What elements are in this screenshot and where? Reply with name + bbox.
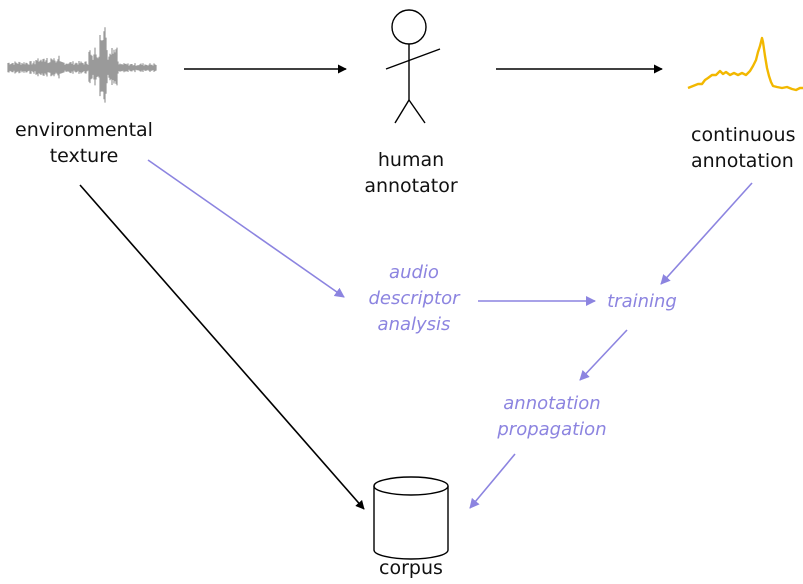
environmental-texture-line1: environmental <box>15 119 153 141</box>
continuous-annotation-line1: continuous <box>691 124 796 146</box>
arrow-propagation-to-corpus <box>469 453 516 509</box>
human-annotator-line2: annotator <box>364 175 458 197</box>
audio-descriptor-analysis-line3: analysis <box>377 314 451 335</box>
corpus-line1: corpus <box>379 557 443 579</box>
training-line1: training <box>607 291 677 312</box>
annotation-propagation-line1: annotation <box>503 393 601 414</box>
node-annotation-propagation: annotation propagation <box>485 391 619 443</box>
stick-figure-icon <box>385 9 441 124</box>
arrow-training-to-propagation <box>579 329 628 381</box>
human-annotator-line1: human <box>377 149 445 171</box>
arrow-annotation-to-training <box>660 182 753 285</box>
audio-descriptor-analysis-line1: audio <box>389 262 439 283</box>
environmental-texture-line2: texture <box>49 145 119 167</box>
arrow-texture-to-descriptor <box>147 159 345 298</box>
waveform-icon <box>7 27 157 103</box>
node-audio-descriptor-analysis: audio descriptor analysis <box>356 260 472 338</box>
node-corpus: corpus <box>361 555 461 581</box>
audio-descriptor-analysis-line2: descriptor <box>368 288 460 309</box>
annotation-propagation-line2: propagation <box>497 419 607 440</box>
node-environmental-texture: environmental texture <box>6 117 162 169</box>
node-human-annotator: human annotator <box>353 147 469 199</box>
arrow-texture-to-corpus <box>79 184 365 510</box>
node-continuous-annotation: continuous annotation <box>691 122 803 174</box>
node-training: training <box>592 289 692 315</box>
continuous-annotation-line2: annotation <box>691 150 794 172</box>
database-cylinder-icon <box>373 476 449 560</box>
annotation-curve-icon <box>687 36 803 92</box>
